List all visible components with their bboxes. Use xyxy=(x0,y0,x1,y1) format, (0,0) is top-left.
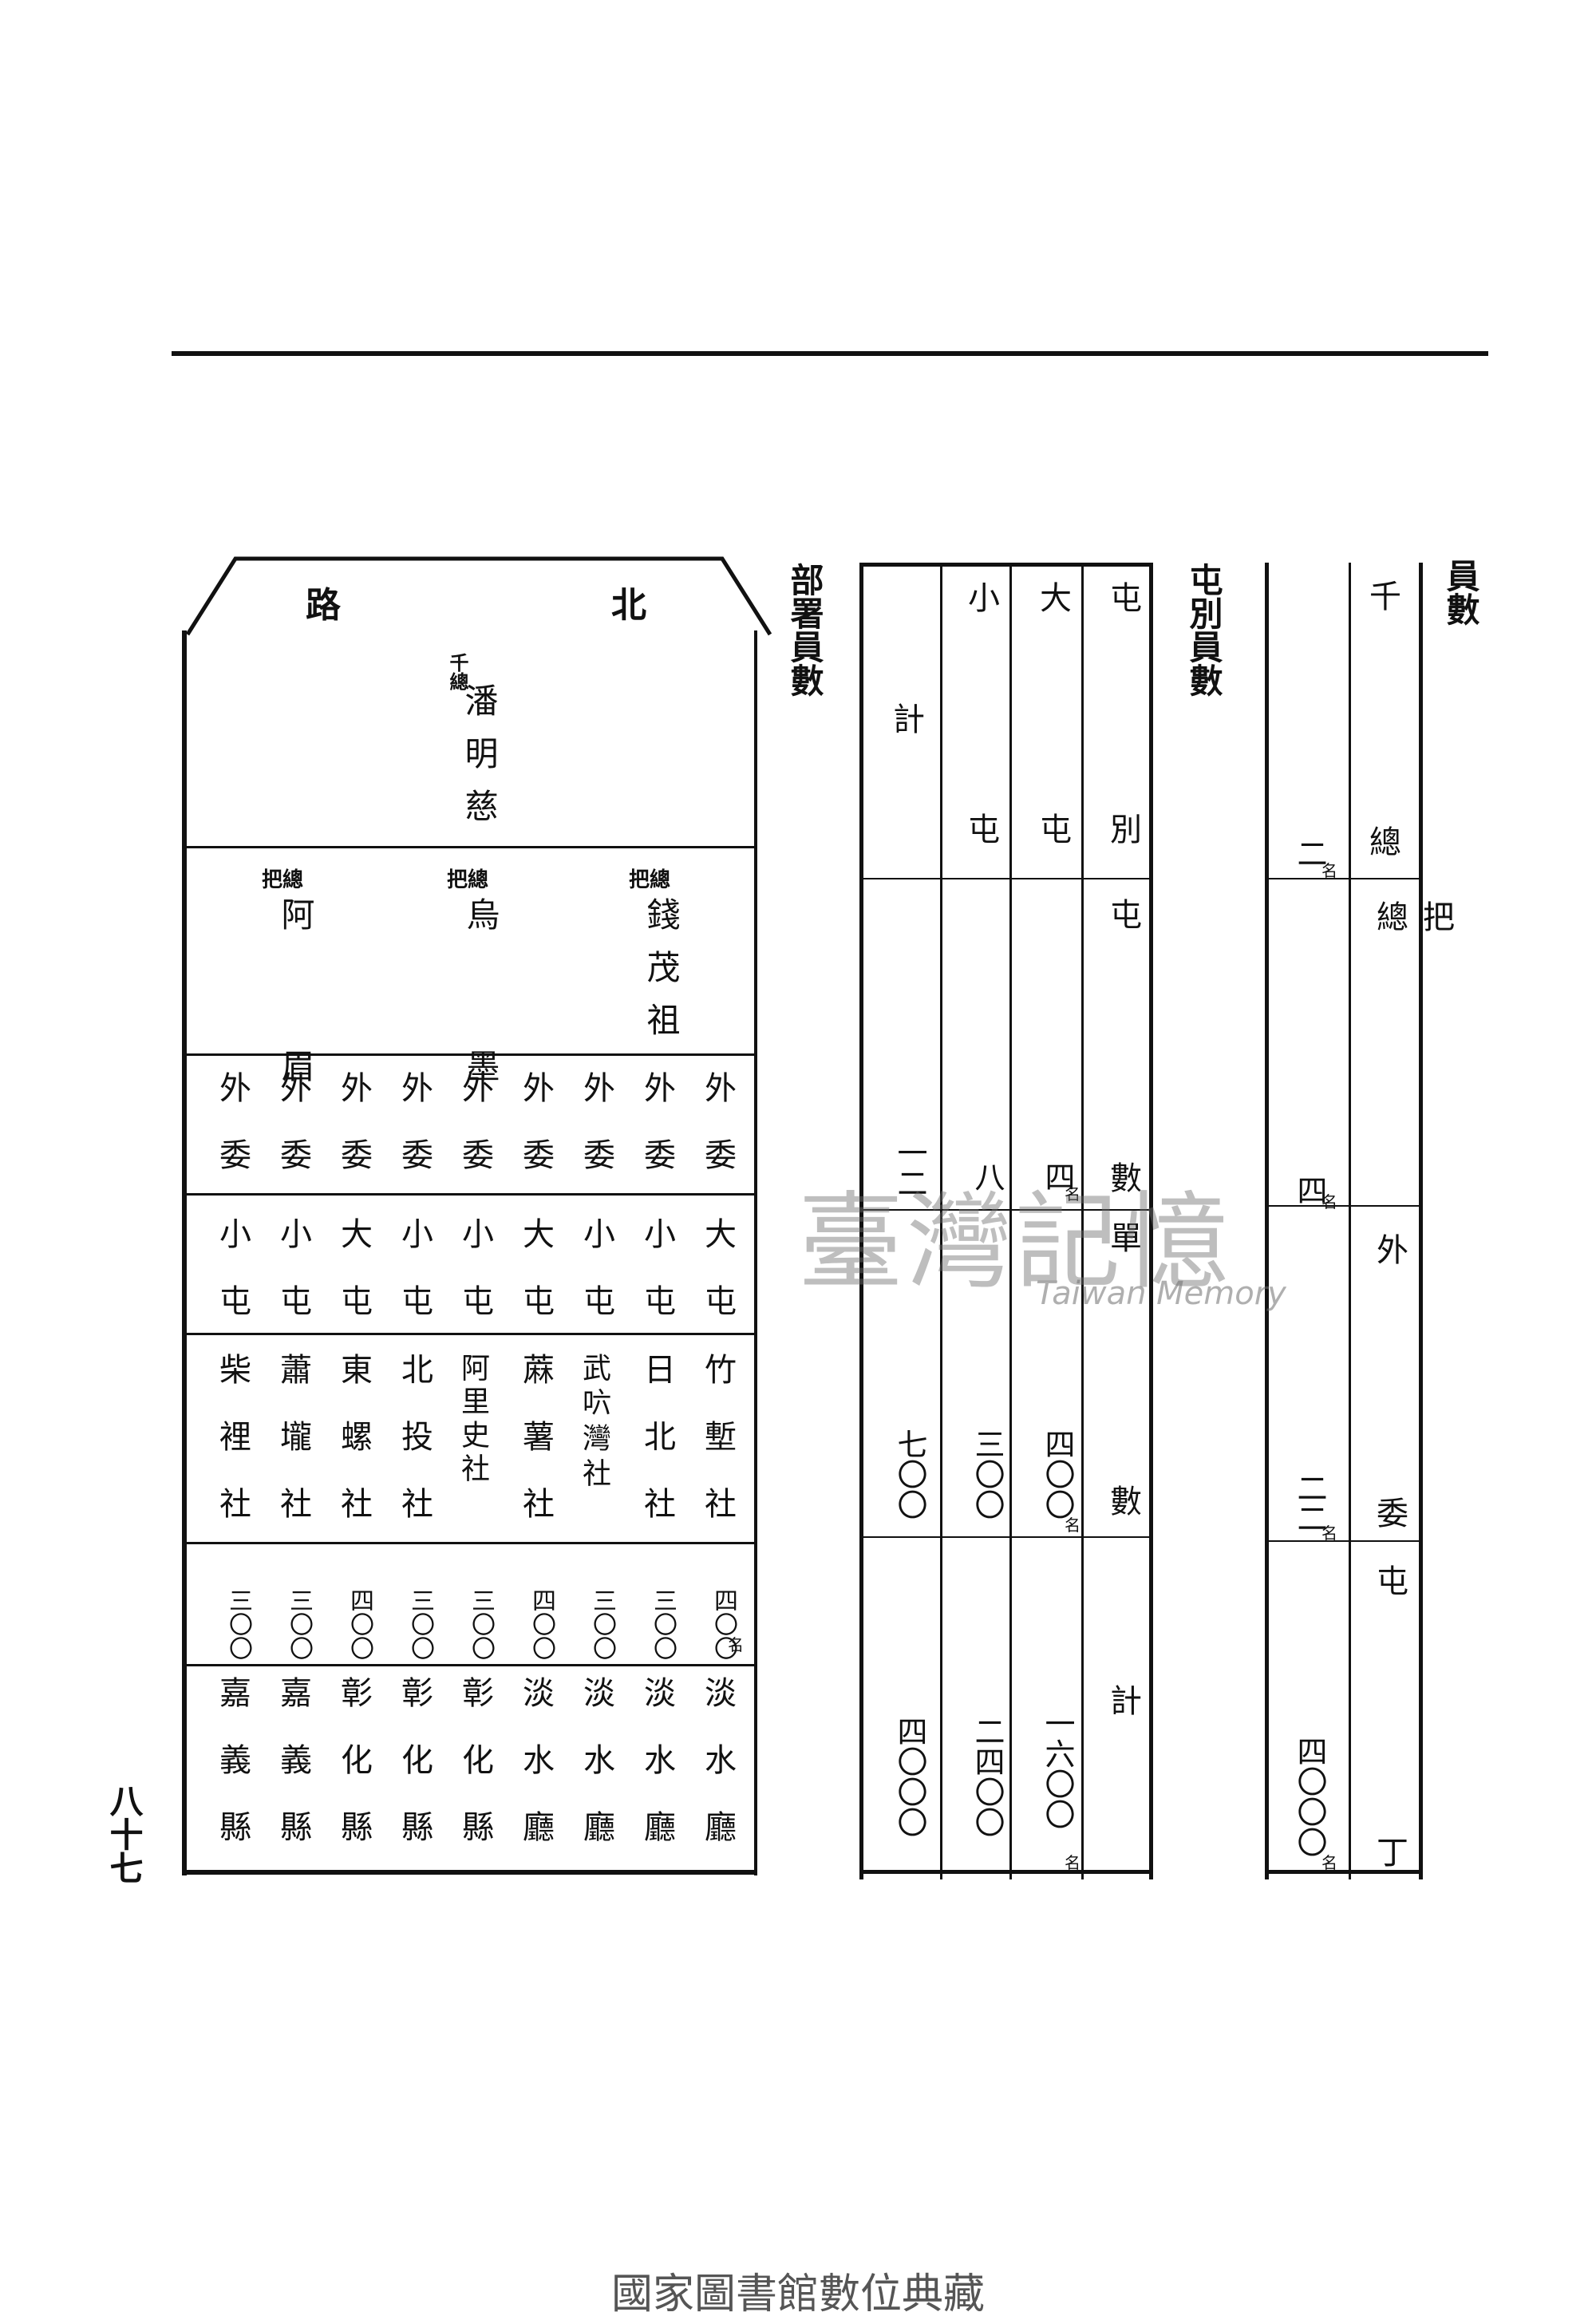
tun-header-small: 小屯 xyxy=(962,581,999,1044)
col-count: 三〇〇 xyxy=(224,1588,252,1660)
col-she: 北投社 xyxy=(396,1353,433,1554)
count-bazong: 四 xyxy=(1292,1175,1327,1205)
col-she: 柴裡社 xyxy=(214,1353,251,1554)
tun-count-total: 一二 xyxy=(892,1137,927,1198)
unit-mark: 名 xyxy=(1321,861,1337,880)
count-qianzong: 二 xyxy=(1292,838,1327,868)
tun-unit-big: 四〇〇 xyxy=(1040,1429,1075,1520)
unit-mark: 名 xyxy=(1321,1524,1337,1543)
col-rank: 外委 xyxy=(214,1071,251,1205)
road-bracket xyxy=(185,556,772,636)
col-she: 竹塹社 xyxy=(699,1353,736,1554)
col-county: 淡水廳 xyxy=(578,1676,614,1877)
unit-mark: 名 xyxy=(1321,1192,1337,1211)
col-count: 四〇〇 xyxy=(346,1588,373,1660)
col-she: 蕭壠社 xyxy=(275,1353,311,1554)
col-size: 小屯 xyxy=(456,1217,493,1351)
col-count: 四〇〇 xyxy=(709,1588,737,1660)
col-size: 小屯 xyxy=(396,1217,433,1351)
qianzong-title: 千總 xyxy=(446,653,469,691)
tun-row-label-count: 屯數 xyxy=(1104,898,1141,1425)
col-county: 彰化縣 xyxy=(396,1676,433,1877)
col-rank: 外委 xyxy=(699,1071,736,1205)
unit-mark: 名 xyxy=(1065,1184,1080,1203)
col-she: 阿里史社 xyxy=(456,1353,489,1487)
bazong-name: 錢茂祖 xyxy=(642,897,681,1055)
tun-header-total: 計 xyxy=(887,702,924,734)
section-heading-staff: 員數 xyxy=(1441,559,1480,626)
archive-footer: 國家圖書館數位典藏 xyxy=(610,2271,985,2318)
col-county: 彰化縣 xyxy=(456,1676,493,1877)
col-count: 四〇〇 xyxy=(527,1588,555,1660)
col-count: 三〇〇 xyxy=(649,1588,677,1660)
tun-count-big: 四 xyxy=(1040,1161,1075,1192)
col-count: 三〇〇 xyxy=(406,1588,434,1660)
tun-total-total: 四〇〇〇 xyxy=(892,1716,927,1837)
unit-mark: 名 xyxy=(728,1635,744,1654)
road-label: 路 xyxy=(306,585,341,626)
label-bazong: 把總 xyxy=(1371,900,1454,1124)
tun-row-label-unit: 單數 xyxy=(1104,1221,1141,1748)
col-size: 小屯 xyxy=(214,1217,251,1351)
col-size: 小屯 xyxy=(578,1217,614,1351)
qianzong-name: 潘明慈 xyxy=(460,683,499,841)
tun-unit-total: 七〇〇 xyxy=(892,1429,927,1520)
bazong-title: 把總 xyxy=(629,868,671,892)
watermark-english: Taiwan Memory xyxy=(1036,1275,1286,1312)
col-rank: 外委 xyxy=(638,1071,675,1205)
col-size: 大屯 xyxy=(335,1217,372,1351)
col-rank: 外委 xyxy=(517,1071,554,1205)
col-size: 大屯 xyxy=(517,1217,554,1351)
top-rule xyxy=(172,351,1488,356)
col-rank: 外委 xyxy=(456,1071,493,1205)
col-county: 彰化縣 xyxy=(335,1676,372,1877)
col-rank: 外委 xyxy=(335,1071,372,1205)
col-size: 小屯 xyxy=(638,1217,675,1351)
col-size: 大屯 xyxy=(699,1217,736,1351)
bazong-name: 阿眉 xyxy=(276,897,315,1200)
col-count: 三〇〇 xyxy=(467,1588,495,1660)
road-north: 北 xyxy=(611,585,646,626)
count-tunding: 四〇〇〇 xyxy=(1292,1736,1327,1857)
col-county: 淡水廳 xyxy=(638,1676,675,1877)
section-heading-dept: 部署員數 xyxy=(785,563,824,697)
tun-header-big: 大屯 xyxy=(1034,581,1071,1044)
tun-unit-small: 三〇〇 xyxy=(970,1429,1005,1520)
col-county: 淡水廳 xyxy=(517,1676,554,1877)
bazong-name: 烏墨 xyxy=(461,897,500,1200)
label-tunding: 屯丁 xyxy=(1371,1564,1408,2107)
tun-count-small: 八 xyxy=(970,1161,1005,1192)
col-count: 三〇〇 xyxy=(588,1588,616,1660)
unit-mark: 名 xyxy=(1321,1853,1337,1872)
page-number: 八十七 xyxy=(105,1784,144,1884)
col-size: 小屯 xyxy=(275,1217,311,1351)
col-she: 武𠯿灣社 xyxy=(578,1353,610,1493)
bazong-title: 把總 xyxy=(262,868,304,892)
col-county: 淡水廳 xyxy=(699,1676,736,1877)
col-she: 蔴薯社 xyxy=(517,1353,554,1554)
col-county: 嘉義縣 xyxy=(275,1676,311,1877)
watermark-logo: 臺灣記憶 xyxy=(798,1181,1232,1304)
label-zong: 總 xyxy=(1369,824,1401,861)
col-count: 三〇〇 xyxy=(285,1588,313,1660)
unit-mark: 名 xyxy=(1065,1853,1080,1872)
col-she: 日北社 xyxy=(638,1353,675,1554)
bazong-title: 把總 xyxy=(447,868,489,892)
col-rank: 外委 xyxy=(275,1071,311,1205)
col-rank: 外委 xyxy=(578,1071,614,1205)
tun-row-label-total: 計 xyxy=(1104,1684,1141,1716)
section-heading-tun: 屯別員數 xyxy=(1184,563,1223,697)
unit-mark: 名 xyxy=(1065,1516,1080,1535)
label-waiwei: 外委 xyxy=(1371,1233,1408,1760)
label-qian: 千 xyxy=(1369,579,1401,615)
col-she: 東螺社 xyxy=(335,1353,372,1554)
col-county: 嘉義縣 xyxy=(214,1676,251,1877)
tun-header-type: 屯別 xyxy=(1104,581,1141,1044)
tun-total-big: 一六〇〇 xyxy=(1040,1708,1075,1829)
tun-total-small: 二四〇〇 xyxy=(970,1716,1005,1837)
col-rank: 外委 xyxy=(396,1071,433,1205)
count-waiwei: 二二 xyxy=(1292,1472,1327,1533)
